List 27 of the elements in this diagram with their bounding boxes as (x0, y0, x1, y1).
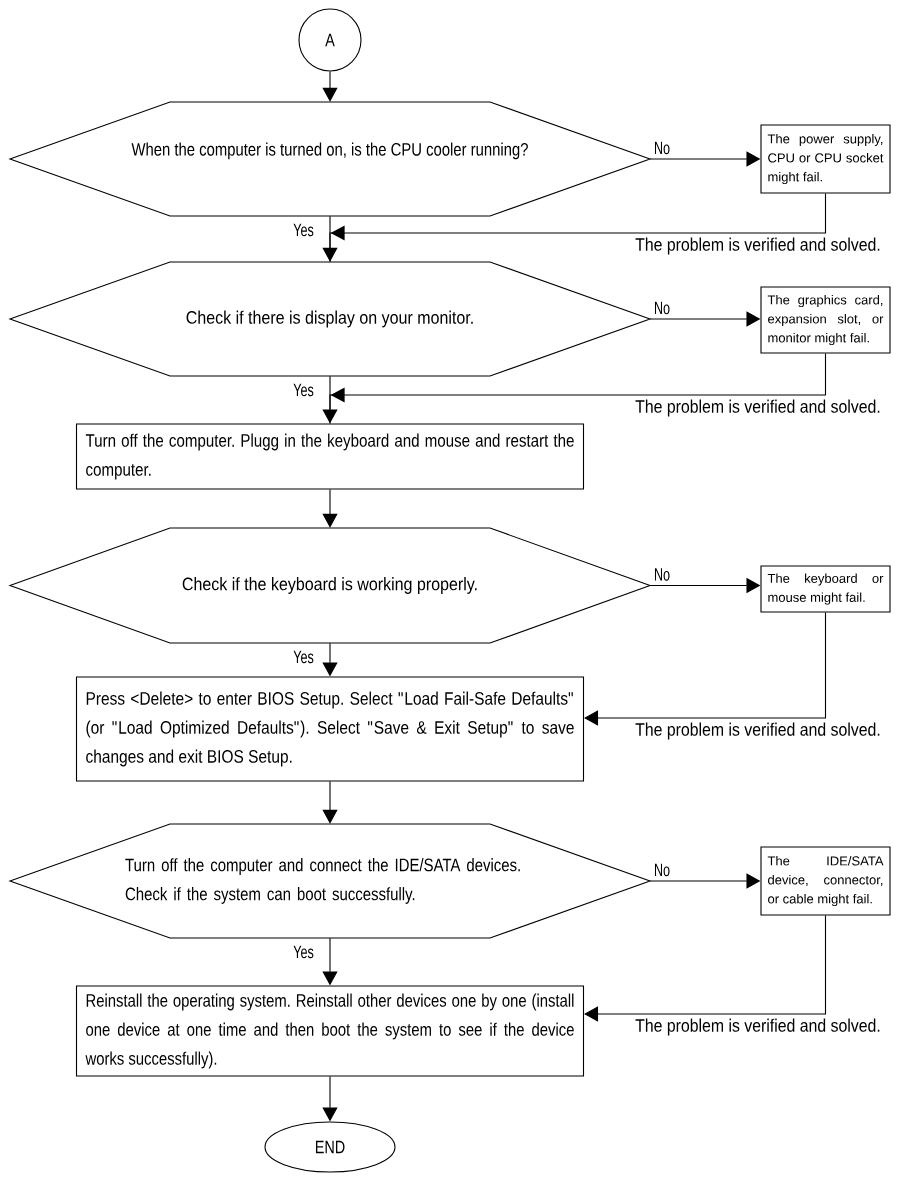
edge-label: The problem is verified and solved. (634, 398, 882, 418)
arrow (322, 489, 338, 528)
edge-label: The problem is verified and solved. (634, 1017, 882, 1037)
edge-label: No (652, 862, 672, 878)
edge-label: The problem is verified and solved. (634, 236, 882, 256)
process-box: Turn off the computer. Plugg in the keyboard and mouse and restart the computer. (75, 423, 585, 490)
arrow (322, 71, 338, 102)
arrow (584, 915, 827, 1022)
arrow (329, 353, 827, 424)
arrow (322, 781, 338, 824)
arrow (329, 193, 827, 263)
end-terminal: END (264, 1121, 396, 1173)
edge-label: Yes (292, 944, 315, 960)
edge-label: The problem is verified and solved. (634, 721, 882, 741)
edge-label: No (652, 567, 672, 582)
result-box: The keyboard or mouse might fail. (760, 565, 891, 613)
edge-label: No (652, 300, 672, 316)
process-box: Reinstall the operating system. Reinstall other devices one by one (install one device at one time and then boot the system to see if the device works successfully). (75, 985, 585, 1077)
result-box: The IDE/SATA device, connector, or cable might fail. (760, 846, 891, 916)
result-box: The graphics card, expansion slot, or monitor might fail. (760, 286, 891, 354)
edge-label: Yes (292, 382, 315, 398)
edge-label: Yes (292, 222, 315, 238)
edge-label: Yes (292, 649, 315, 665)
result-box: The power supply, CPU or CPU socket might fail. (760, 124, 891, 194)
edge-label: No (652, 140, 672, 156)
arrow (584, 612, 827, 726)
process-box: Press <Delete> to enter BIOS Setup. Select "Load Fail-Safe Defaults" (or "Load Optimized Defaults"). Select "Save & Exit Setup" to save changes and exit BIOS Setup. (75, 676, 585, 782)
